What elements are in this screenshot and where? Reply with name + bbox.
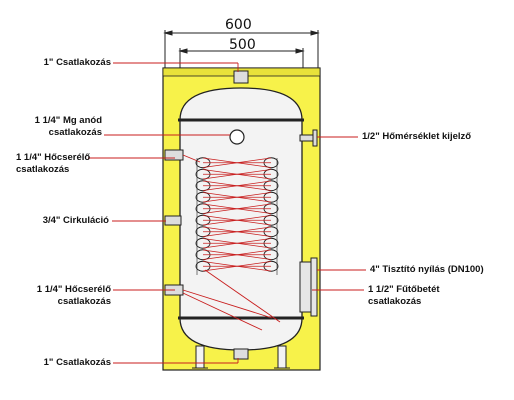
cleaning-flange [299, 257, 318, 317]
coil-pipe [182, 289, 273, 319]
label-top-connection: 1" Csatlakozás [43, 57, 111, 68]
thermometer-port [299, 129, 318, 147]
label-thermometer: 1/2" Hőmérséklet kijelző [362, 131, 472, 142]
tank-body [179, 87, 303, 351]
coil-pipe [182, 292, 263, 331]
tank-legs [192, 345, 290, 369]
label-circulation: 3/4" Cirkuláció [42, 215, 109, 226]
coil-pipe [204, 269, 281, 323]
bottom-connection [233, 348, 249, 360]
circulation-stub [164, 215, 182, 226]
anode-port [229, 129, 245, 145]
label-cleaning-opening: 4" Tisztító nyílás (DN100) [370, 264, 484, 275]
label-bottom-connection: 1" Csatlakozás [43, 357, 111, 368]
top-connection [233, 70, 249, 84]
outer-width-label: 600 [225, 17, 252, 33]
leader-lines [88, 62, 366, 364]
coil-inlet-stub [164, 149, 184, 161]
inner-width-label: 500 [229, 37, 256, 53]
heat-exchanger-coil [182, 154, 281, 331]
